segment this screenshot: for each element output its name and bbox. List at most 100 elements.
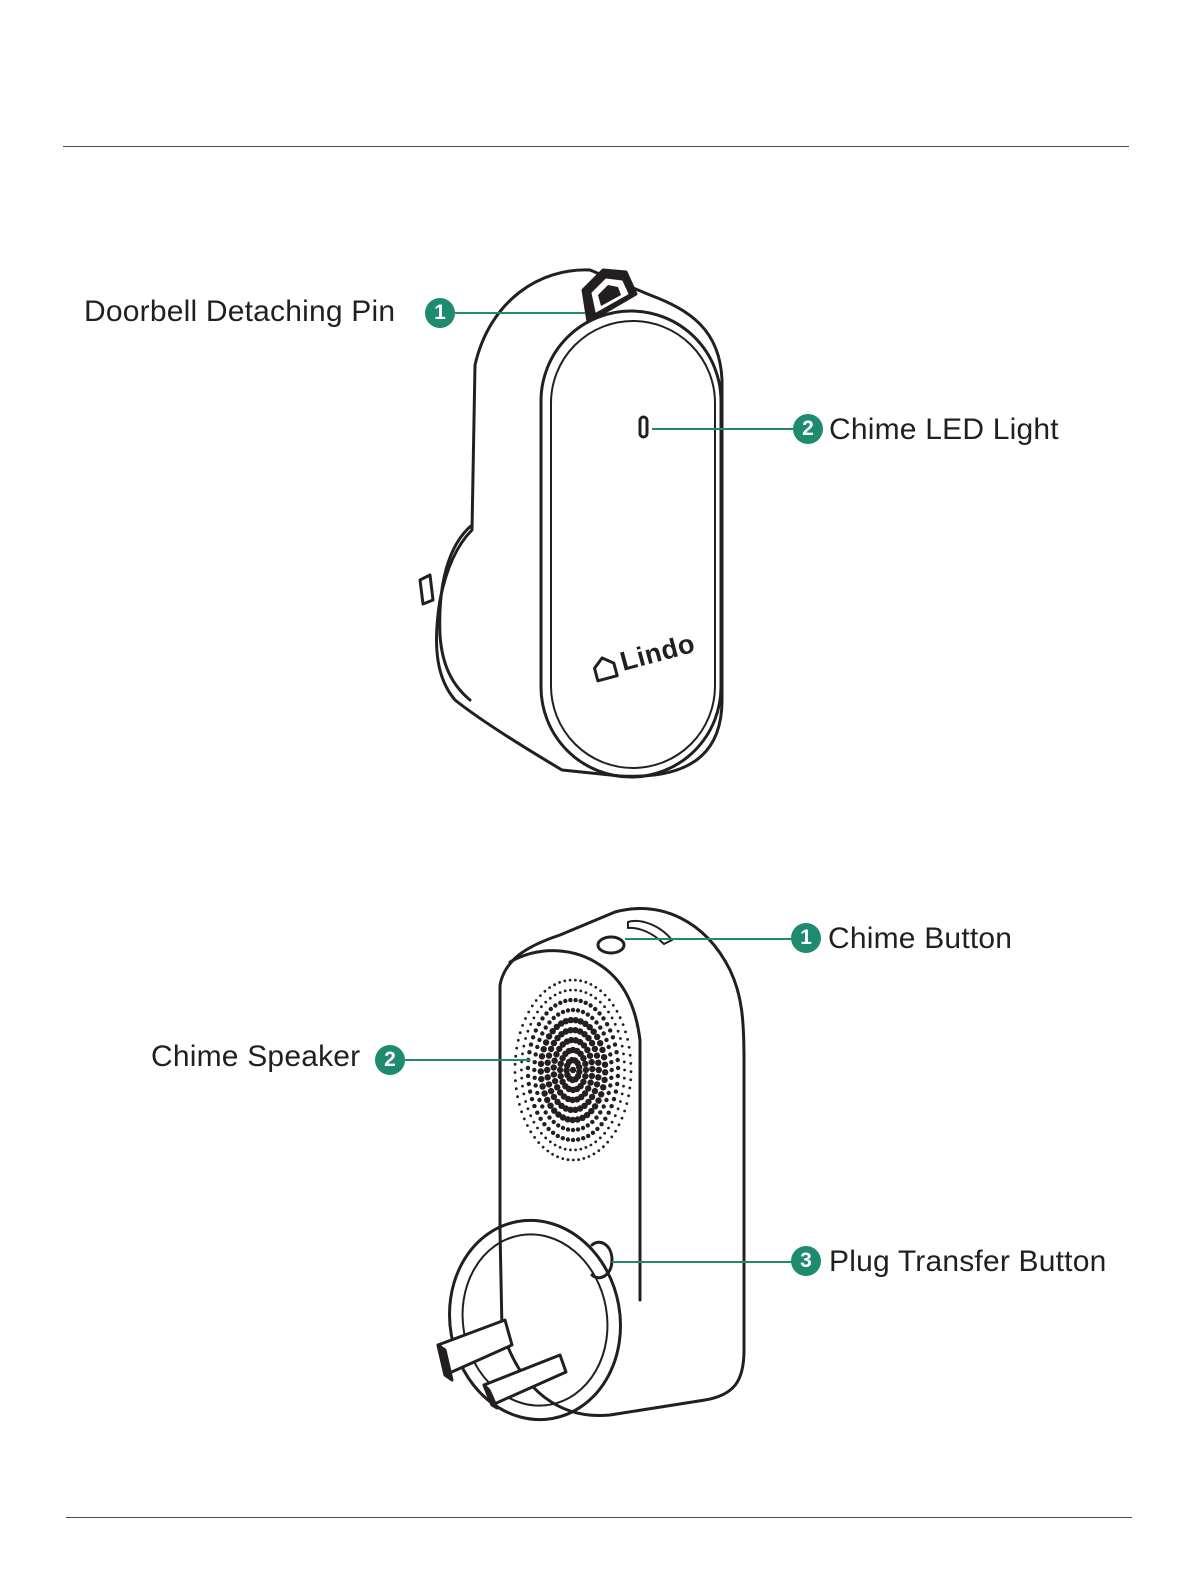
speaker-grille-dot [593,1007,597,1011]
speaker-grille-dot [621,1045,624,1048]
speaker-grille-dot [533,1121,536,1124]
speaker-grille-dot [611,1035,615,1039]
speaker-grille-dot [608,1028,612,1032]
speaker-grille-dot [544,1097,550,1103]
speaker-grille-dot [570,1067,576,1073]
speaker-grille-dot [522,1045,525,1048]
speaker-grille-dot [604,1038,608,1042]
speaker-grille-dot [537,1141,540,1144]
speaker-grille-dot [584,1047,590,1053]
speaker-grille-dot [533,1060,537,1064]
speaker-grille-dot [603,1117,607,1121]
callout-badge-1-front: 1 [425,298,455,328]
callout-leader-2-side [405,1059,530,1061]
speaker-grille-dot [539,1053,545,1059]
speaker-grille-dot [592,1046,598,1052]
speaker-grille-dot [547,1020,551,1024]
speaker-grille-dot [588,1003,592,1007]
speaker-grille-dot [594,997,597,1000]
speaker-grille-dot [600,1084,606,1090]
speaker-grille-dot [595,1074,601,1080]
speaker-grille-dot [617,1107,620,1110]
speaker-grille-dot [521,1024,524,1027]
speaker-grille-dot [534,1083,538,1087]
speaker-grille-dot [533,1076,537,1080]
speaker-grille-dot [559,1079,565,1085]
speaker-grille-dot [603,1005,606,1008]
speaker-grille-dot [545,1060,551,1066]
speaker-grille-dot [553,1051,559,1057]
speaker-grille-dot [557,1067,563,1073]
speaker-grille-dot [599,1047,605,1053]
speaker-grille-dot [571,1008,575,1012]
speaker-grille-dot [599,1001,602,1004]
speaker-grille-dot [615,1082,619,1086]
speaker-grille-dot [583,1067,589,1073]
speaker-grille-dot [559,1146,562,1149]
speaker-grille-dot [556,1123,560,1127]
callout-badge-2-front: 2 [793,414,823,444]
speaker-grille-dot [552,1016,556,1020]
speaker-grille-dot [579,999,583,1003]
speaker-grille-dot [544,1011,548,1015]
speaker-grille-dot [549,1140,552,1143]
speaker-grille-dot [526,1066,530,1070]
speaker-grille-dot [552,1120,556,1124]
speaker-grille-dot [553,983,556,986]
speaker-grille-dot [531,1005,534,1008]
speaker-grille-dot [538,1076,544,1082]
speaker-grille-dot [522,1093,525,1096]
callout-leader-1-side [625,938,793,940]
speaker-grille-dot [553,1003,557,1007]
speaker-grille-dot [623,1110,626,1113]
speaker-grille-dot [595,1127,599,1131]
speaker-grille-dot [604,994,607,997]
speaker-grille-dot [607,1011,610,1014]
speaker-grille-dot [619,1100,622,1103]
speaker-grille-dot [624,1031,627,1034]
speaker-grille-dot [618,1123,621,1126]
speaker-grille-dot [516,1095,519,1098]
speaker-grille-dot [607,1111,611,1115]
speaker-grille-dot [532,1104,536,1108]
speaker-grille-dot [601,1016,605,1020]
speaker-grille-dot [517,1039,520,1042]
speaker-grille-dot [546,1150,549,1153]
speaker-grille-dot [596,1067,602,1073]
speaker-grille-dot [563,980,566,983]
speaker-grille-dot [561,1126,565,1130]
speaker-grille-dot [527,1030,530,1033]
speaker-grille-dot [591,1131,595,1135]
speaker-grille-dot [630,1070,633,1073]
speaker-grille-dot [608,999,611,1002]
callout-leader-2-front [652,428,793,430]
speaker-grille-dot [527,1107,530,1110]
speaker-grille-dot [514,1063,517,1066]
speaker-grille-dot [623,1069,626,1072]
speaker-grille-dot [540,1031,544,1035]
speaker-grille-dot [531,1035,535,1039]
speaker-grille-dot [514,1055,517,1058]
speaker-grille-dot [540,1104,544,1108]
speaker-grille-dot [609,1104,613,1108]
speaker-grille-dot [590,1120,594,1124]
speaker-grille-dot [612,1004,615,1007]
speaker-grille-dot [614,1114,617,1117]
speaker-grille-dot [593,1153,596,1156]
speaker-grille-dot [607,1045,611,1049]
speaker-grille-dot [623,1077,626,1080]
speaker-grille-dot [574,1149,577,1152]
speaker-grille-dot [617,1030,620,1033]
speaker-grille-dot [597,1040,603,1046]
speaker-grille-dot [589,1073,595,1079]
callout-badge-2-side: 2 [375,1045,405,1075]
speaker-grille-dot [520,1069,523,1072]
speaker-grille-dot [534,1052,538,1056]
speaker-grille-dot [535,999,538,1002]
speaker-grille-dot [558,1001,562,1005]
speaker-grille-dot [527,1082,531,1086]
speaker-grille-dot [538,1061,544,1067]
speaker-grille-dot [542,1122,546,1126]
speaker-grille-dot [592,1088,598,1094]
speaker-grille-dot [614,1089,618,1093]
